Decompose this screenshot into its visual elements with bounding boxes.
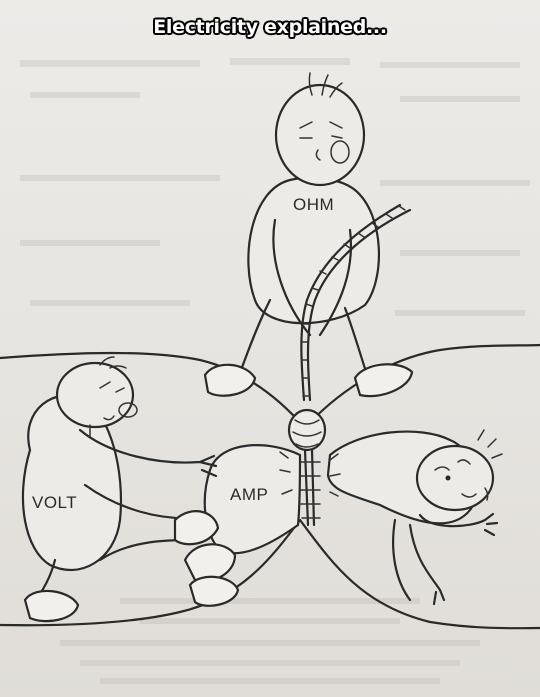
ohm-character: OHM [203,72,414,398]
volt-character: VOLT [21,356,220,623]
amp-character: AMP [183,429,503,607]
conductor-bottom-edge [0,518,540,630]
amp-label: AMP [230,485,268,504]
volt-label: VOLT [32,493,77,512]
caption: Electricity explained... [153,16,387,38]
rope [279,203,412,527]
ohm-label: OHM [293,195,334,214]
